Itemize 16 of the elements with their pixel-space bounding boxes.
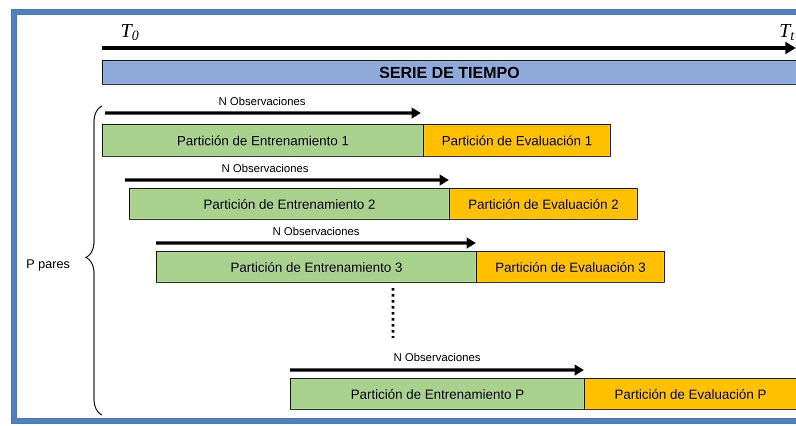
observation-label: N Observaciones	[219, 96, 306, 106]
observation-label: N Observaciones	[273, 226, 360, 236]
training-partition-box: Partición de Entrenamiento P	[290, 378, 585, 410]
evaluation-partition-box: Partición de Evaluación 1	[423, 124, 611, 157]
time-label: T$_{t}$	[780, 24, 794, 40]
evaluation-partition-box: Partición de Evaluación P	[584, 378, 796, 410]
observation-label: N Observaciones	[222, 164, 308, 172]
observation-label: N Observaciones	[394, 352, 480, 362]
evaluation-partition-box: Partición de Evaluación 2	[449, 188, 638, 220]
training-partition-box: Partición de Entrenamiento 1	[102, 124, 424, 157]
brace-label: P pares	[27, 259, 70, 271]
series-bar: SERIE DE TIEMPO	[102, 60, 796, 85]
time-label: T$_{0}$	[122, 24, 139, 40]
training-partition-box: Partición de Entrenamiento 3	[156, 251, 477, 283]
evaluation-partition-box: Partición de Evaluación 3	[476, 251, 665, 283]
training-partition-box: Partición de Entrenamiento 2	[129, 188, 450, 220]
